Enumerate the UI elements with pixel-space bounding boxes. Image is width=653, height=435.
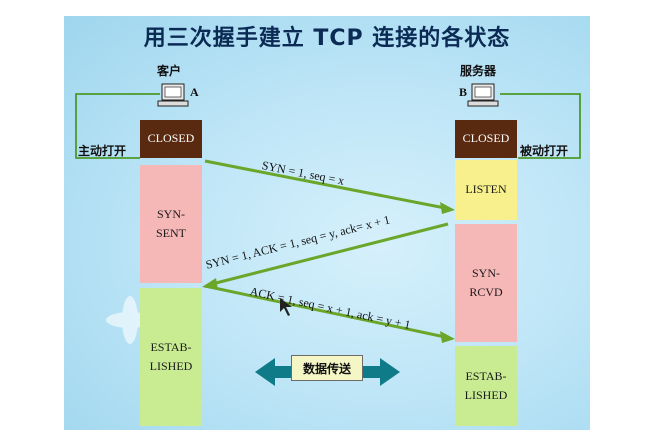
server-state-closed: CLOSED xyxy=(455,120,517,158)
client-computer-icon xyxy=(157,83,189,107)
server-computer-icon xyxy=(467,83,499,107)
server-heading: 服务器 xyxy=(460,64,497,78)
client-state-syn-sent: SYN- SENT xyxy=(140,165,202,283)
server-action-label: 被动打开 xyxy=(520,144,569,158)
client-state-established: ESTAB- LISHED xyxy=(140,288,202,426)
client-tag: A xyxy=(190,85,199,99)
server-state-listen: LISTEN xyxy=(455,160,517,220)
data-transfer-label: 数据传送 xyxy=(291,355,363,381)
server-tag: B xyxy=(459,85,468,99)
client-action-label: 主动打开 xyxy=(78,144,127,158)
client-open-line xyxy=(75,93,160,159)
mouse-cursor-icon xyxy=(280,298,292,316)
ack-arrowhead xyxy=(440,331,455,343)
server-state-syn-rcvd: SYN- RCVD xyxy=(455,224,517,342)
syn-arrowhead xyxy=(440,202,455,214)
server-open-line xyxy=(500,93,581,159)
client-state-closed: CLOSED xyxy=(140,120,202,158)
diagram-title: 用三次握手建立 TCP 连接的各状态 xyxy=(143,26,511,51)
server-state-established: ESTAB- LISHED xyxy=(455,346,517,426)
client-heading: 客户 xyxy=(157,64,182,78)
